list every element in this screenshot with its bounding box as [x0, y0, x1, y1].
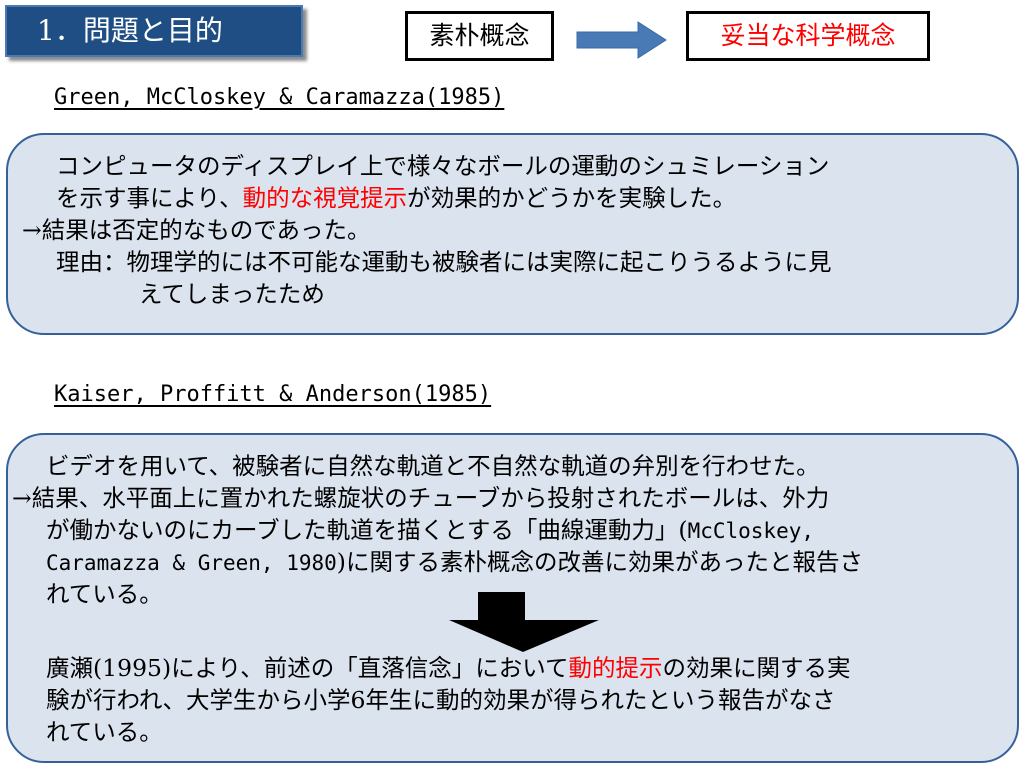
- panel2-line-3: が働かないのにカーブした軌道を描くとする「曲線運動力」(McCloskey,: [46, 516, 814, 544]
- panel2-line-5: れている。: [46, 580, 163, 608]
- reference-green-1985: Green, McCloskey & Caramazza(1985): [54, 85, 505, 110]
- scientific-concept-box: 妥当な科学概念: [686, 11, 930, 61]
- down-arrow-icon: [449, 592, 599, 652]
- panel1-line-2: を示す事により、動的な視覚提示が効果的かどうかを実験した。: [56, 184, 737, 212]
- panel1-line-3: →結果は否定的なものであった。: [22, 216, 371, 244]
- reference-kaiser-1985: Kaiser, Proffitt & Anderson(1985): [54, 382, 492, 407]
- right-arrow-icon: [576, 21, 667, 59]
- study-panel-green: コンピュータのディスプレイ上で様々なボールの運動のシュミレーション を示す事によ…: [6, 133, 1019, 335]
- panel1-line-4: 理由：物理学的には不可能な運動も被験者には実際に起こりうるように見: [56, 248, 832, 276]
- panel2-line-6: 廣瀬(1995)により、前述の「直落信念」において動的提示の効果に関する実: [46, 654, 851, 682]
- highlight-dynamic-presentation: 動的提示: [568, 654, 663, 682]
- panel1-line-5: えてしまったため: [139, 280, 325, 308]
- panel2-line-2: →結果、水平面上に置かれた螺旋状のチューブから投射されたボールは、外力: [12, 484, 830, 512]
- study-panel-kaiser: ビデオを用いて、被験者に自然な軌道と不自然な軌道の弁別を行わせた。 →結果、水平…: [6, 433, 1019, 763]
- slide-title-box: 1．問題と目的: [5, 5, 303, 57]
- panel2-line-8: れている。: [46, 718, 163, 746]
- naive-concept-box: 素朴概念: [405, 11, 554, 61]
- panel2-line-1: ビデオを用いて、被験者に自然な軌道と不自然な軌道の弁別を行わせた。: [46, 452, 820, 480]
- highlight-dynamic-visual: 動的な視覚提示: [242, 184, 408, 212]
- panel1-line-1: コンピュータのディスプレイ上で様々なボールの運動のシュミレーション: [56, 152, 830, 180]
- slide-title: 1．問題と目的: [37, 14, 223, 47]
- panel2-line-7: 験が行われ、大学生から小学6年生に動的効果が得られたという報告がなさ: [46, 686, 836, 714]
- panel2-line-4: Caramazza & Green, 1980)に関する素朴概念の改善に効果があ…: [46, 548, 863, 576]
